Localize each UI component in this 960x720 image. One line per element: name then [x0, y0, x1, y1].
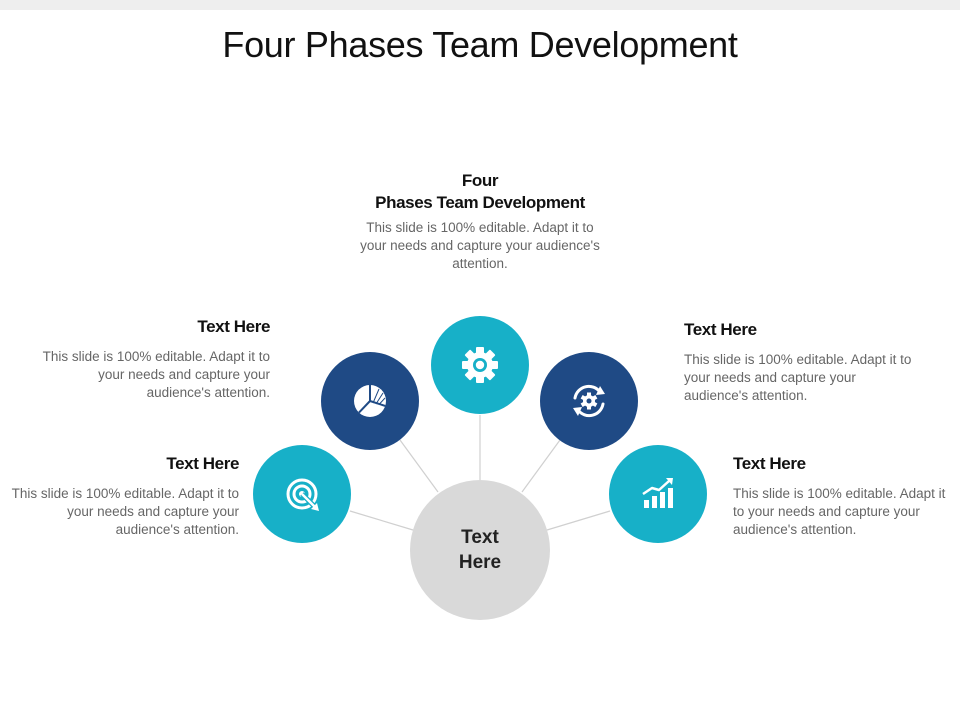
- upper-left-body: This slide is 100% editable. Adapt it to…: [42, 349, 270, 400]
- upper-left-text-block: Text Here This slide is 100% editable. A…: [40, 316, 271, 402]
- gear-icon: [462, 347, 498, 383]
- lower-left-circle: [253, 445, 351, 543]
- connector-upper-right: [521, 439, 561, 493]
- growth-chart-icon: [642, 478, 673, 508]
- hub-label-line1: Text: [461, 527, 499, 548]
- upper-right-text-block: Text Here This slide is 100% editable. A…: [684, 319, 914, 405]
- lower-right-text-block: Text Here This slide is 100% editable. A…: [733, 453, 958, 539]
- center-hub: Text Here: [410, 480, 550, 620]
- top-bar: [0, 0, 960, 10]
- lower-right-heading: Text Here: [733, 454, 806, 473]
- lower-left-body: This slide is 100% editable. Adapt it to…: [11, 486, 239, 537]
- slide-title: Four Phases Team Development: [222, 24, 738, 65]
- upper-right-circle: [540, 352, 638, 450]
- top-heading-line1: Four: [461, 171, 499, 190]
- lower-right-circle: [609, 445, 707, 543]
- target-icon: [286, 478, 319, 511]
- connector-upper-left: [399, 439, 439, 493]
- lower-left-heading: Text Here: [166, 454, 239, 473]
- top-body: This slide is 100% editable. Adapt it to…: [360, 220, 600, 271]
- lower-left-text-block: Text Here This slide is 100% editable. A…: [9, 453, 240, 539]
- refresh-gear-icon: [573, 384, 605, 418]
- top-circle: [431, 316, 529, 414]
- lower-right-body: This slide is 100% editable. Adapt it to…: [733, 486, 946, 537]
- upper-left-circle: [321, 352, 419, 450]
- upper-right-body: This slide is 100% editable. Adapt it to…: [684, 352, 912, 403]
- upper-right-heading: Text Here: [684, 320, 757, 339]
- top-heading-line2: Phases Team Development: [375, 193, 585, 212]
- pie-chart-icon: [354, 385, 386, 417]
- hub-label-line2: Here: [458, 552, 502, 573]
- upper-left-heading: Text Here: [197, 317, 270, 336]
- connector-lower-right: [546, 510, 611, 531]
- connector-lower-left: [349, 510, 414, 531]
- top-text-block: Four Phases Team Development This slide …: [350, 170, 610, 273]
